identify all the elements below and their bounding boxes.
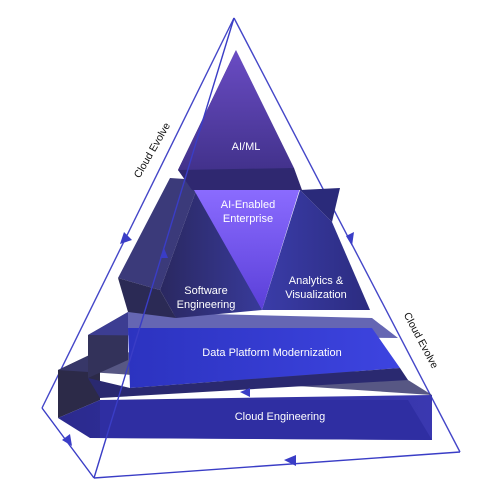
cloud-eng-main-face — [100, 400, 432, 440]
pyramid-outline-back — [41, 17, 461, 453]
aiml-bottom-face — [178, 168, 302, 190]
label-cloud-engineering: Cloud Engineering — [235, 411, 326, 423]
label-ai-enabled-1: AI-Enabled — [221, 199, 275, 211]
aiml-front-face — [178, 50, 294, 182]
software-front-face — [160, 180, 262, 318]
label-cloud-evolve-left: Cloud Evolve — [132, 121, 173, 181]
label-cloud-evolve-right: Cloud Evolve — [401, 310, 441, 370]
arrow-bottom-left-icon — [284, 455, 296, 466]
tier-ai-ml — [178, 50, 302, 190]
label-software-2: Engineering — [177, 299, 236, 311]
software-side-face — [118, 278, 176, 318]
tier-software-engineering — [118, 178, 262, 318]
tier-ai-enabled-enterprise — [194, 188, 300, 310]
data-under-face — [88, 368, 408, 398]
label-software-1: Software — [184, 285, 227, 297]
tier-data-platform — [88, 312, 408, 398]
arrow-mid-right-icon — [240, 388, 250, 397]
arrow-center-up-icon — [160, 248, 168, 258]
cycle-arrows — [62, 232, 354, 466]
label-ai-enabled-2: Enterprise — [223, 213, 273, 225]
label-analytics-2: Visualization — [285, 289, 347, 301]
analytics-front-face — [262, 190, 370, 310]
label-data-platform: Data Platform Modernization — [202, 347, 341, 359]
label-analytics-1: Analytics & — [289, 275, 344, 287]
label-ai-ml: AI/ML — [232, 141, 261, 153]
software-back-face — [118, 178, 200, 290]
analytics-top-face — [300, 188, 340, 222]
data-front-face — [128, 328, 400, 388]
tier-analytics — [262, 188, 370, 310]
arrow-right-down-icon — [346, 232, 354, 246]
arrow-left-down-icon — [120, 232, 132, 244]
arrow-up-left-icon — [62, 434, 72, 446]
